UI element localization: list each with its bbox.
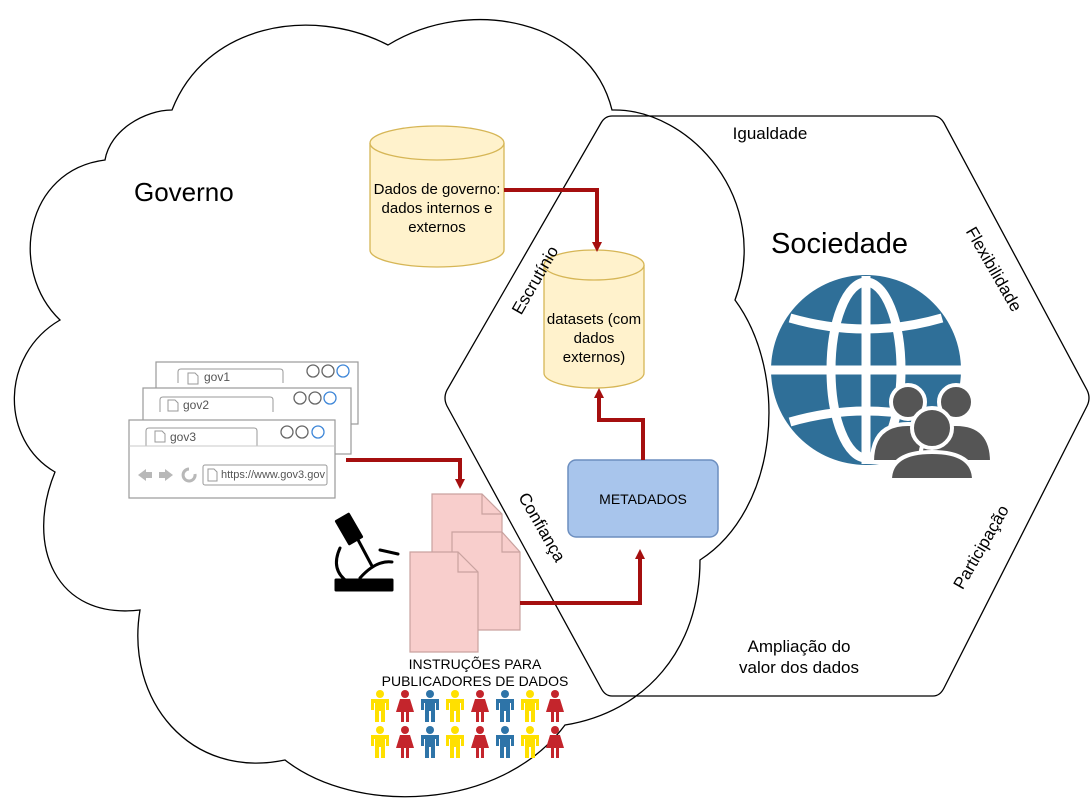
sociedade-hexagon	[444, 115, 1090, 697]
metadados-label: METADADOS	[599, 490, 687, 507]
url-bar	[202, 464, 328, 486]
person-figure	[521, 726, 539, 758]
sociedade-title: Sociedade	[771, 228, 909, 260]
browser-window-3	[128, 419, 336, 499]
person-figure	[546, 726, 564, 758]
person-figure	[421, 726, 439, 758]
arrow-documents-to-metadados	[520, 549, 645, 605]
users-icon	[869, 383, 995, 482]
person-figure	[471, 726, 489, 758]
person-figure	[421, 690, 439, 722]
browser-tab-gov1: gov1	[204, 370, 231, 384]
arrow-metadados-to-datasets	[594, 388, 645, 460]
person-figure	[371, 690, 389, 722]
instrucoes-label: INSTRUÇÕES PARA PUBLICADORES DE DADOS	[381, 656, 569, 689]
arrow-browsers-to-documents	[346, 458, 465, 489]
datasets-label: datasets (com dados externos)	[546, 310, 642, 366]
person-figure	[496, 690, 514, 722]
person-figure	[396, 726, 414, 758]
browser-url-text: https://www.gov3.gov	[221, 469, 325, 481]
arrow-governo-to-datasets	[504, 188, 602, 252]
person-figure	[471, 690, 489, 722]
back-arrow-icon	[138, 469, 152, 481]
person-figure	[371, 726, 389, 758]
microscope-icon	[334, 512, 400, 592]
documents-icon	[409, 493, 521, 653]
ampliacao-label: Ampliação do valor dos dados	[738, 637, 860, 677]
person-figure	[521, 690, 539, 722]
people-figures	[371, 690, 564, 758]
browser-tab-gov2: gov2	[183, 398, 210, 412]
person-figure	[546, 690, 564, 722]
person-figure	[396, 690, 414, 722]
igualdade-label: Igualdade	[732, 124, 808, 143]
governo-database	[369, 125, 505, 268]
person-figure	[446, 726, 464, 758]
governo-title: Governo	[134, 177, 234, 207]
refresh-icon	[181, 467, 197, 483]
person-figure	[446, 690, 464, 722]
participacao-label: Participação	[950, 502, 1013, 593]
browser-tab-gov3: gov3	[170, 430, 197, 444]
governo-database-label: Dados de governo: dados internos e exter…	[373, 180, 501, 236]
flexibilidade-label: Flexibilidade	[962, 224, 1026, 315]
datasets-database	[543, 249, 645, 389]
person-figure	[496, 726, 514, 758]
forward-arrow-icon	[159, 469, 173, 481]
